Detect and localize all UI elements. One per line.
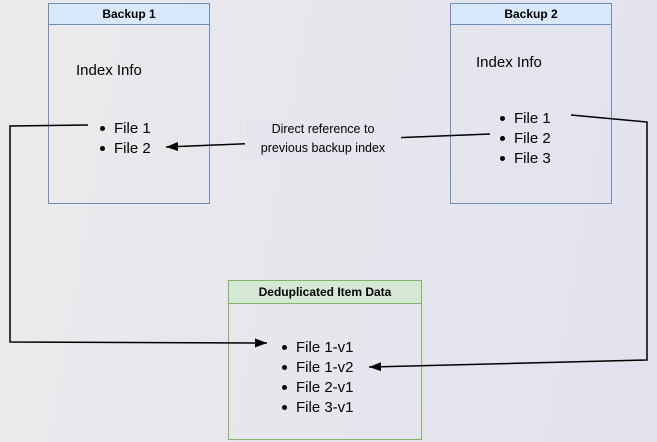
list-item-label: File 3-v1 <box>296 398 354 416</box>
bullet-icon <box>500 135 505 141</box>
list-item: File 2 <box>100 138 151 158</box>
list-item-label: File 1 <box>114 119 151 137</box>
list-item-label: File 3 <box>514 149 551 167</box>
backup1-file-list: File 1 File 2 <box>100 118 151 158</box>
edge-label-direct-reference: Direct reference to previous backup inde… <box>245 120 401 158</box>
dedup-header: Deduplicated Item Data <box>229 281 421 304</box>
list-item: File 3-v1 <box>282 397 354 417</box>
backup1-index-info-label: Index Info <box>76 62 142 79</box>
backup1-header: Backup 1 <box>49 4 209 25</box>
bullet-icon <box>282 384 287 390</box>
arrow-backup1-file1-to-dedup-file1v1 <box>9 124 268 348</box>
arrow-backup2-file1-to-dedup-file1v2 <box>368 114 648 372</box>
bullet-icon <box>282 364 287 370</box>
list-item: File 3 <box>500 148 551 168</box>
bullet-icon <box>282 404 287 410</box>
backup2-index-info-label: Index Info <box>476 54 542 71</box>
list-item-label: File 1-v1 <box>296 338 354 356</box>
list-item: File 2-v1 <box>282 377 354 397</box>
edge-label-line2: previous backup index <box>260 141 386 155</box>
list-item: File 2 <box>500 128 551 148</box>
edge-label-line1: Direct reference to <box>271 122 375 136</box>
backup1-title: Backup 1 <box>102 7 156 21</box>
list-item-label: File 2 <box>514 129 551 147</box>
list-item: File 1-v1 <box>282 337 354 357</box>
list-item: File 1-v2 <box>282 357 354 377</box>
bullet-icon <box>100 145 105 151</box>
backup2-file-list: File 1 File 2 File 3 <box>500 108 551 168</box>
list-item-label: File 2-v1 <box>296 378 354 396</box>
list-item: File 1 <box>500 108 551 128</box>
list-item-label: File 1-v2 <box>296 358 354 376</box>
backup2-header: Backup 2 <box>451 4 611 25</box>
dedup-title: Deduplicated Item Data <box>258 285 392 299</box>
list-item-label: File 1 <box>514 109 551 127</box>
list-item-label: File 2 <box>114 139 151 157</box>
bullet-icon <box>500 115 505 121</box>
bullet-icon <box>282 344 287 350</box>
bullet-icon <box>500 155 505 161</box>
backup1-node: Backup 1 Index Info File 1 File 2 <box>48 3 210 204</box>
bullet-icon <box>100 125 105 131</box>
backup2-node: Backup 2 Index Info File 1 File 2 File 3 <box>450 3 612 204</box>
list-item: File 1 <box>100 118 151 138</box>
backup2-title: Backup 2 <box>504 7 558 21</box>
